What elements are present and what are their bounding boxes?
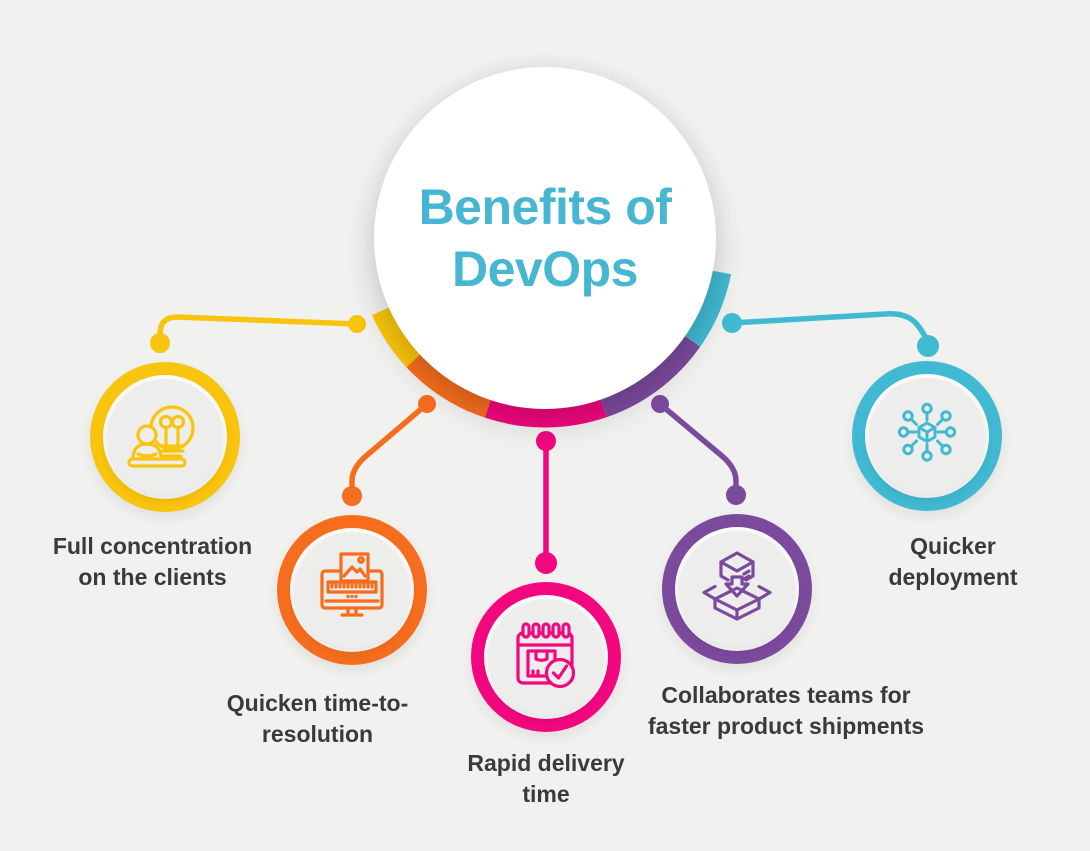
page-title: Benefits of DevOps (419, 176, 672, 300)
calendar-package-icon (516, 622, 576, 689)
label-quicken-resolution: Quicken time-to- resolution (195, 688, 440, 750)
node-full-concentration (90, 362, 240, 512)
arc-segment-orange (406, 352, 492, 418)
connector-dot (726, 485, 746, 505)
hub-arc-ring (371, 269, 732, 428)
node-inner-circle (107, 379, 223, 495)
unboxing-icon (702, 551, 772, 621)
arc-segment-pink (484, 397, 607, 428)
label-line: Quicken time-to- (226, 690, 409, 716)
label-full-concentration: Full concentration on the clients (20, 531, 285, 593)
label-line: faster product shipments (647, 713, 925, 739)
connector-dot (348, 315, 366, 333)
title-line: DevOps (452, 241, 638, 297)
title-line: Benefits of (418, 179, 672, 235)
label-line: Full concentration (52, 533, 253, 559)
node-inner-circle (294, 532, 410, 648)
label-line: deployment (888, 564, 1018, 590)
label-line: Collaborates teams for (661, 682, 911, 708)
node-quicker-deployment (852, 361, 1002, 511)
label-line: on the clients (78, 564, 227, 590)
label-collaborate-teams: Collaborates teams for faster product sh… (620, 680, 952, 742)
connector-purple (658, 401, 739, 494)
connector-dot (722, 313, 742, 333)
node-quicken-resolution (277, 515, 427, 665)
label-line: resolution (261, 721, 374, 747)
label-rapid-delivery: Rapid delivery time (436, 748, 656, 810)
connector-dot (150, 333, 170, 353)
connector-dot (535, 552, 557, 574)
label-quicker-deployment: Quicker deployment (843, 531, 1063, 593)
connector-yellow (157, 314, 358, 343)
meditation-lightbulb-icon (127, 405, 195, 468)
arc-segment-purple (599, 334, 701, 418)
connector-orange (349, 401, 429, 495)
monitor-image-icon (320, 552, 384, 617)
connector-dot (342, 486, 362, 506)
arc-segment-yellow (371, 306, 422, 368)
hub-circle: Benefits of DevOps (374, 67, 716, 409)
node-inner-circle (869, 378, 985, 494)
label-line: Rapid delivery (467, 750, 625, 776)
connector-dot (917, 335, 939, 357)
label-line: Quicker (910, 533, 996, 559)
node-collaborate-teams (662, 514, 812, 664)
network-cube-icon (897, 402, 957, 462)
arc-segment-cyan (682, 269, 732, 347)
node-inner-circle (679, 531, 795, 647)
connector-dot (418, 395, 436, 413)
node-inner-circle (488, 599, 604, 715)
connector-dot (651, 395, 669, 413)
connector-dot (536, 431, 556, 451)
node-rapid-delivery (471, 582, 621, 732)
connector-cyan (731, 311, 931, 346)
label-line: time (522, 781, 570, 807)
